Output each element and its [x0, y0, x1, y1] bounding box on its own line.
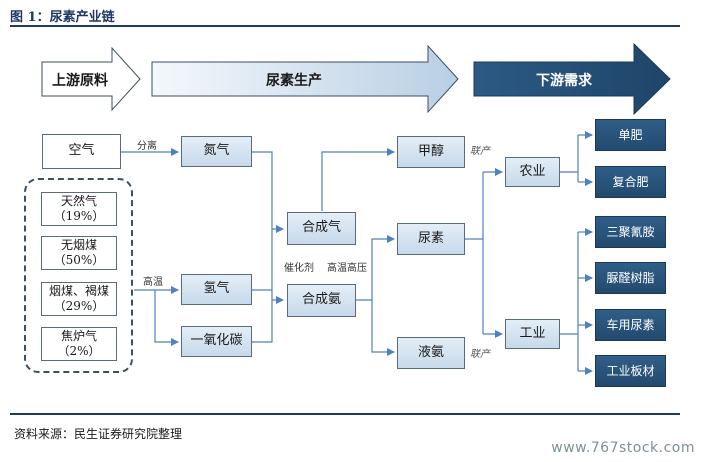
node-nitrogen: 氮气 — [181, 136, 252, 167]
top-rule — [10, 25, 680, 27]
node-anthracite: 无烟煤（50%） — [41, 236, 117, 270]
node-urea-resin: 脲醛树脂 — [595, 262, 666, 294]
node-hydrogen: 氢气 — [181, 274, 252, 305]
source-note: 资料来源：民生证券研究院整理 — [14, 427, 183, 441]
node-agriculture: 农业 — [505, 157, 560, 187]
edge-label-co-product-methanol: 联产 — [470, 146, 490, 157]
node-melamine: 三聚氰胺 — [595, 216, 666, 248]
node-ammonia-synthesis: 合成氨 — [287, 284, 356, 317]
upstream-stage-arrow — [41, 46, 141, 112]
node-air: 空气 — [42, 134, 121, 169]
node-coke-gas: 焦炉气（2%） — [41, 327, 117, 361]
node-natural-gas: 天然气（19%） — [41, 192, 117, 226]
stage-downstream-label: 下游需求 — [536, 73, 592, 89]
production-stage-arrow — [151, 44, 459, 114]
watermark: www.767stock.com — [551, 440, 695, 456]
node-industrial-board: 工业板材 — [595, 355, 666, 387]
figure-title: 图 1：尿素产业链 — [10, 10, 115, 25]
edge-label-co-product-ammonia: 联产 — [470, 349, 490, 360]
node-industry: 工业 — [505, 319, 560, 349]
node-urea: 尿素 — [397, 223, 465, 255]
bottom-rule — [10, 413, 680, 415]
edge-label-high-temp-pressure: 高温高压 — [327, 263, 367, 274]
feedstock-group — [24, 178, 133, 373]
node-methanol: 甲醇 — [397, 136, 465, 168]
node-vehicle-urea: 车用尿素 — [595, 309, 666, 341]
stage-upstream-label: 上游原料 — [52, 73, 108, 89]
edge-label-separation: 分离 — [137, 141, 157, 152]
downstream-stage-arrow — [473, 42, 671, 116]
node-syngas: 合成气 — [287, 212, 356, 245]
edge-label-high-temp: 高温 — [143, 277, 163, 288]
node-single-fertilizer: 单肥 — [595, 119, 666, 151]
edge-label-catalyst: 催化剂 — [284, 263, 314, 274]
node-compound-fertilizer: 复合肥 — [595, 166, 666, 198]
node-liquid-ammonia: 液氨 — [397, 337, 465, 369]
node-carbon-monoxide: 一氧化碳 — [181, 326, 252, 357]
stage-production-label: 尿素生产 — [266, 73, 322, 89]
node-bituminous: 烟煤、褐煤（29%） — [41, 282, 117, 316]
